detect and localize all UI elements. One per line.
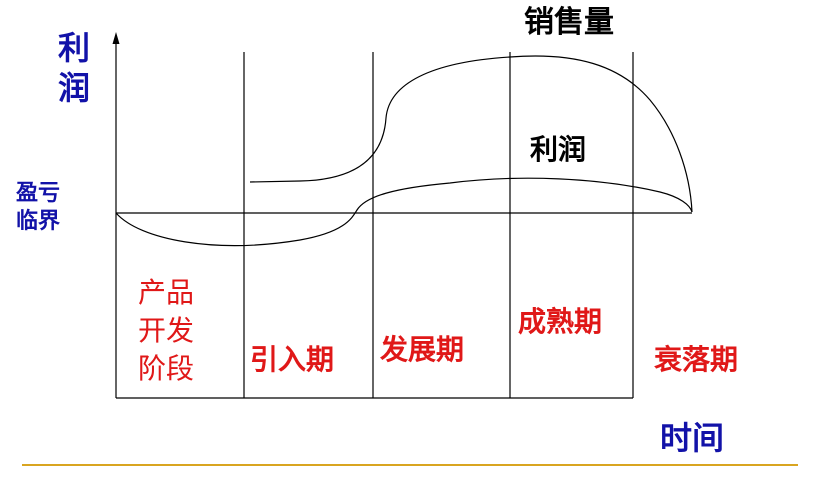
stage-label-development-line-3: 阶段 — [138, 352, 195, 385]
profit-curve-label: 利润 — [530, 133, 587, 166]
y-axis-label: 利 润 — [58, 28, 90, 108]
stage-label-development: 产品 开发 阶段 — [138, 274, 194, 388]
y-axis-label-char-2: 润 — [58, 69, 91, 107]
y-axis-arrowhead — [112, 32, 120, 44]
breakeven-label-line-2: 临界 — [16, 209, 61, 234]
stage-label-introduction: 引入期 — [250, 343, 335, 376]
stage-label-growth: 发展期 — [380, 333, 465, 366]
stage-label-maturity: 成熟期 — [518, 305, 603, 338]
sales-curve-label: 销售量 — [524, 5, 614, 40]
stage-label-development-line-2: 开发 — [138, 314, 195, 347]
sales-curve — [249, 55, 693, 213]
breakeven-label-line-1: 盈亏 — [16, 181, 61, 206]
stage-label-development-line-1: 产品 — [138, 276, 195, 309]
breakeven-label: 盈亏 临界 — [16, 180, 60, 236]
y-axis-label-char-1: 利 — [58, 29, 91, 67]
stage-label-decline: 衰落期 — [654, 343, 739, 376]
x-axis-label: 时间 — [660, 419, 725, 457]
profit-curve — [115, 177, 693, 247]
